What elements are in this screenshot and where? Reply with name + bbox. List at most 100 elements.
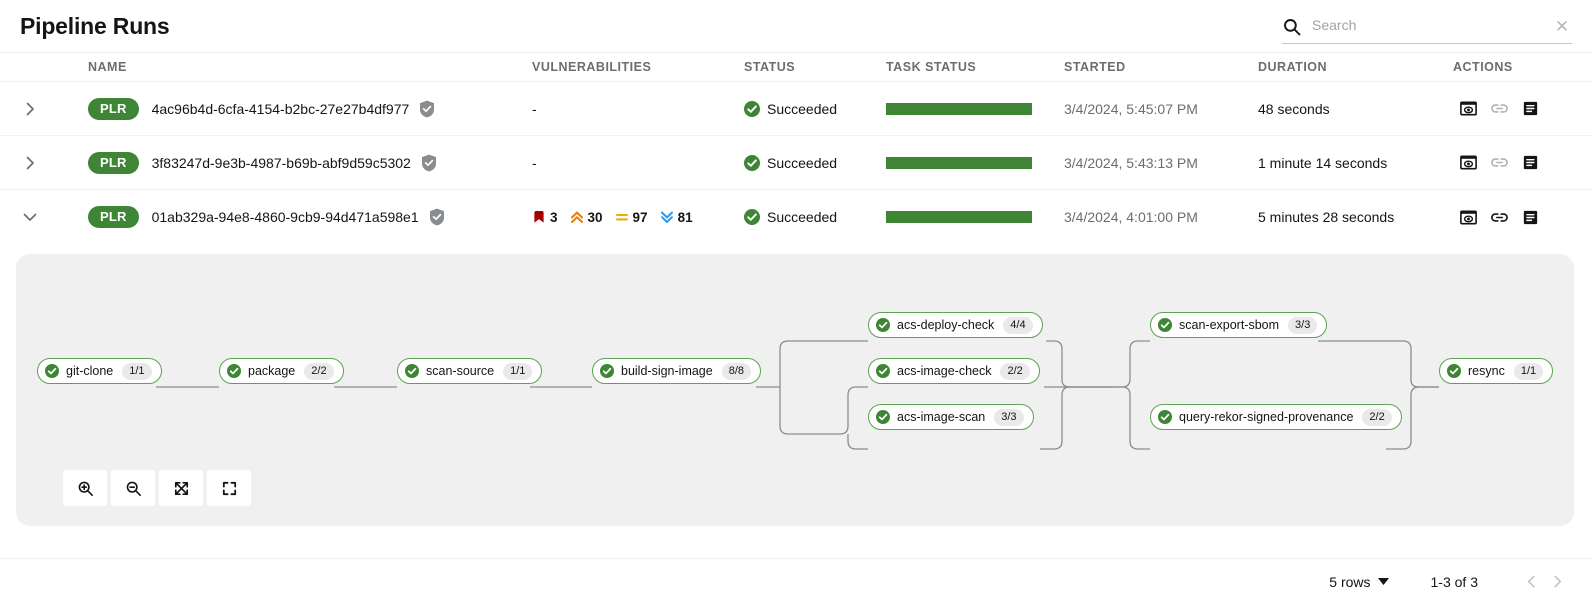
actions-cell — [1453, 208, 1592, 227]
resource-kind-badge: PLR — [88, 97, 139, 120]
table-row[interactable]: PLR 01ab329a-94e8-4860-9cb9-94d471a598e1… — [0, 190, 1592, 244]
run-name-link[interactable]: 01ab329a-94e8-4860-9cb9-94d471a598e1 — [151, 209, 419, 225]
graph-node-scan-source[interactable]: scan-source 1/1 — [397, 358, 543, 384]
severity-low-icon — [660, 210, 674, 224]
rows-per-page-label: 5 rows — [1329, 573, 1371, 590]
shield-check-icon — [421, 154, 437, 172]
pipeline-graph-edges — [156, 340, 1439, 450]
graph-node-count: 3/3 — [1288, 316, 1318, 334]
duration-value: 48 seconds — [1258, 100, 1330, 117]
fit-to-view-button[interactable] — [159, 470, 203, 506]
check-circle-icon — [600, 364, 614, 378]
vuln-low-count: 81 — [677, 209, 693, 225]
vulnerabilities-empty: - — [532, 100, 537, 117]
zoom-in-button[interactable] — [63, 470, 107, 506]
row-expand-toggle[interactable] — [0, 155, 88, 171]
status-cell: Succeeded — [744, 154, 886, 171]
visualization-icon[interactable] — [1459, 208, 1478, 227]
graph-node-count: 3/3 — [994, 408, 1024, 426]
table-header-row: NAME VULNERABILITIES STATUS TASK STATUS … — [0, 52, 1592, 82]
graph-node-query-rekor-signed-provenance[interactable]: query-rekor-signed-provenance 2/2 — [1150, 404, 1402, 430]
close-icon[interactable]: ✕ — [1554, 17, 1570, 36]
table-footer: 5 rows 1-3 of 3 — [0, 558, 1592, 604]
check-circle-icon — [744, 154, 760, 171]
visualization-icon[interactable] — [1459, 99, 1478, 118]
check-circle-icon — [876, 318, 890, 332]
column-header-vulnerabilities: VULNERABILITIES — [532, 60, 652, 74]
graph-node-acs-image-scan[interactable]: acs-image-scan 3/3 — [868, 404, 1034, 430]
next-page-button[interactable] — [1544, 569, 1570, 595]
run-name-link[interactable]: 3f83247d-9e3b-4987-b69b-abf9d59c5302 — [151, 154, 411, 171]
duration-cell: 1 minute 14 seconds — [1258, 155, 1453, 171]
graph-node-scan-export-sbom[interactable]: scan-export-sbom 3/3 — [1150, 312, 1328, 338]
graph-node-label: scan-source — [426, 364, 495, 378]
graph-node-git-clone[interactable]: git-clone 1/1 — [37, 358, 162, 384]
task-status-bar-fill — [886, 211, 1032, 223]
graph-node-count: 4/4 — [1003, 316, 1033, 334]
zoom-out-button[interactable] — [111, 470, 155, 506]
task-status-bar-fill — [886, 156, 1032, 169]
task-status-bar — [886, 156, 1032, 169]
rows-per-page-select[interactable]: 5 rows — [1329, 573, 1389, 590]
row-expand-toggle[interactable] — [0, 209, 88, 225]
graph-node-acs-deploy-check[interactable]: acs-deploy-check 4/4 — [868, 312, 1043, 338]
search-input[interactable] — [1312, 16, 1552, 37]
graph-node-count: 8/8 — [721, 362, 752, 380]
chevron-right-icon[interactable] — [22, 101, 88, 117]
graph-node-count: 1/1 — [503, 362, 533, 380]
table-row[interactable]: PLR 4ac96b4d-6cfa-4154-b2bc-27e27b4df977… — [0, 82, 1592, 136]
check-circle-icon — [45, 364, 59, 378]
actions-cell — [1453, 153, 1592, 172]
check-circle-icon — [405, 364, 419, 378]
zoom-out-icon — [126, 481, 141, 496]
fullscreen-icon — [222, 481, 236, 495]
duration-value: 1 minute 14 seconds — [1258, 154, 1388, 171]
vuln-moderate-count: 97 — [632, 209, 648, 225]
row-expand-toggle[interactable] — [0, 101, 88, 117]
caret-down-icon — [1377, 578, 1389, 585]
chevron-down-icon[interactable] — [22, 209, 88, 225]
started-timestamp: 3/4/2024, 5:45:07 PM — [1064, 100, 1198, 117]
link-icon[interactable] — [1490, 153, 1509, 172]
logs-icon[interactable] — [1521, 153, 1540, 172]
resource-kind-badge: PLR — [88, 206, 139, 228]
graph-node-acs-image-check[interactable]: acs-image-check 2/2 — [868, 358, 1040, 384]
graph-node-label: resync — [1468, 364, 1505, 378]
graph-node-label: acs-image-check — [897, 364, 992, 378]
check-circle-icon — [1158, 410, 1172, 424]
search-box[interactable]: ✕ — [1282, 10, 1572, 44]
vuln-critical-count: 3 — [550, 209, 558, 225]
started-cell: 3/4/2024, 5:43:13 PM — [1064, 155, 1258, 171]
shield-check-icon — [429, 208, 445, 226]
table-row[interactable]: PLR 3f83247d-9e3b-4987-b69b-abf9d59c5302… — [0, 136, 1592, 190]
logs-icon[interactable] — [1521, 208, 1540, 227]
task-status-cell — [886, 211, 1064, 223]
pipeline-graph-panel[interactable]: git-clone 1/1 package 2/2 scan-source 1/… — [16, 254, 1574, 526]
started-timestamp: 3/4/2024, 5:43:13 PM — [1064, 154, 1198, 171]
logs-icon[interactable] — [1521, 99, 1540, 118]
run-name-cell: PLR 3f83247d-9e3b-4987-b69b-abf9d59c5302 — [88, 151, 532, 174]
link-icon[interactable] — [1490, 208, 1509, 227]
zoom-in-icon — [78, 481, 93, 496]
column-header-task-status: TASK STATUS — [886, 60, 977, 74]
visualization-icon[interactable] — [1459, 153, 1478, 172]
graph-node-package[interactable]: package 2/2 — [219, 358, 344, 384]
previous-page-button[interactable] — [1518, 569, 1544, 595]
run-name-link[interactable]: 4ac96b4d-6cfa-4154-b2bc-27e27b4df977 — [151, 100, 410, 117]
task-status-cell — [886, 102, 1064, 115]
chevron-right-icon[interactable] — [22, 155, 88, 171]
vulnerabilities-cell: 3 30 97 81 — [532, 210, 744, 225]
column-header-started: STARTED — [1064, 60, 1126, 74]
check-circle-icon — [1447, 364, 1461, 378]
column-header-duration: DURATION — [1258, 60, 1328, 74]
graph-node-build-sign-image[interactable]: build-sign-image 8/8 — [592, 358, 762, 384]
link-icon[interactable] — [1490, 99, 1509, 118]
vuln-important: 30 — [570, 210, 603, 225]
chevron-right-icon — [1553, 575, 1561, 588]
reset-view-button[interactable] — [207, 470, 251, 506]
check-circle-icon — [876, 410, 890, 424]
graph-node-label: package — [248, 364, 296, 378]
graph-node-resync[interactable]: resync 1/1 — [1439, 358, 1554, 384]
search-icon — [1282, 17, 1302, 37]
graph-node-count: 1/1 — [122, 362, 152, 380]
